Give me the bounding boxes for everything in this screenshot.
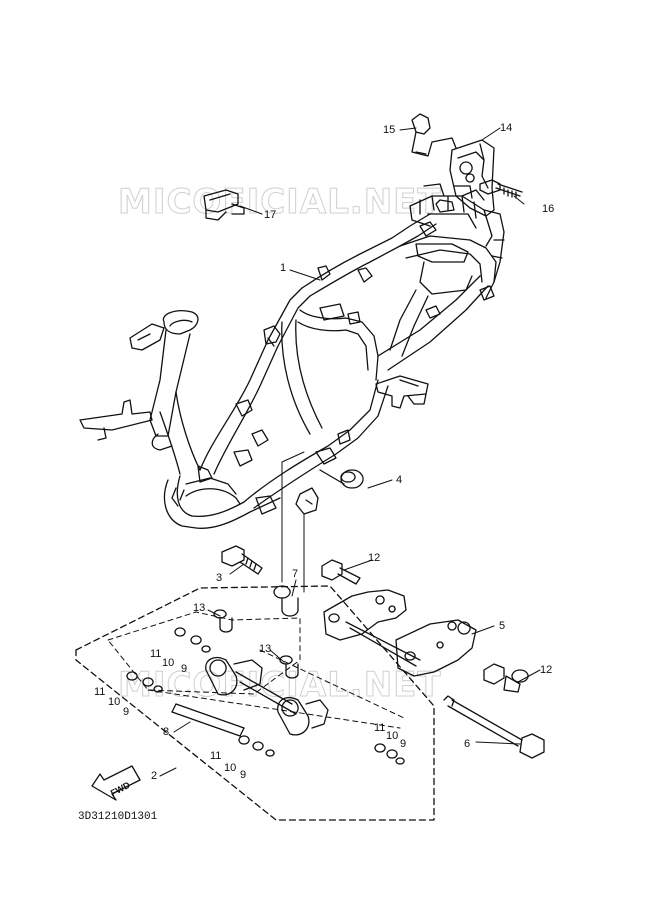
clamp-part-17 [204,190,244,220]
bracket-part-5 [324,590,476,676]
callout-1: 1 [280,262,287,274]
callout-11-a: 11 [150,648,162,660]
callout-3: 3 [216,572,223,584]
link-assembly-part-2 [76,586,434,820]
main-frame [80,184,504,528]
callout-9-b: 9 [123,706,130,718]
callout-10-d: 10 [386,730,399,742]
callout-9-a: 9 [181,663,188,675]
callout-11-b: 11 [94,686,106,698]
callout-9-d: 9 [400,738,407,750]
callout-12-a: 12 [368,552,381,564]
callout-9-c: 9 [240,769,247,781]
watermark-bottom: MICOFICIAL.NET [118,665,442,706]
long-bolt-part-6 [444,696,544,758]
bush-part-7 [274,586,298,616]
callout-12-b: 12 [540,664,553,676]
callout-7: 7 [292,568,299,580]
callout-16: 16 [542,203,555,215]
bolt-part-12-upper [322,560,360,584]
diagram-code: 3D31210D1301 [78,811,158,823]
callout-2: 2 [151,770,158,782]
callout-11-c: 11 [210,750,222,762]
callout-11-d: 11 [374,722,386,734]
callout-10-c: 10 [224,762,237,774]
callout-13-a: 13 [193,602,206,614]
clip-part-15 [412,114,456,156]
leader-lines [160,128,540,776]
bolt-part-16 [480,180,522,198]
callout-10-b: 10 [108,696,121,708]
watermark-top: MICOFICIAL.NET [118,182,442,223]
callout-15: 15 [383,124,396,136]
callout-17: 17 [264,209,277,221]
callout-13-b: 13 [259,643,272,655]
fwd-arrow-icon [92,766,140,800]
callout-4: 4 [396,474,403,486]
callout-14: 14 [500,122,513,134]
rear-bracket-part-14 [450,140,494,216]
bolt-part-3 [222,546,262,574]
collar-part-4 [320,470,363,488]
bolt-part-12-lower [484,664,528,692]
callout-10-a: 10 [162,657,175,669]
callout-6: 6 [464,738,471,750]
callout-5: 5 [499,620,506,632]
callout-8: 8 [163,726,170,738]
